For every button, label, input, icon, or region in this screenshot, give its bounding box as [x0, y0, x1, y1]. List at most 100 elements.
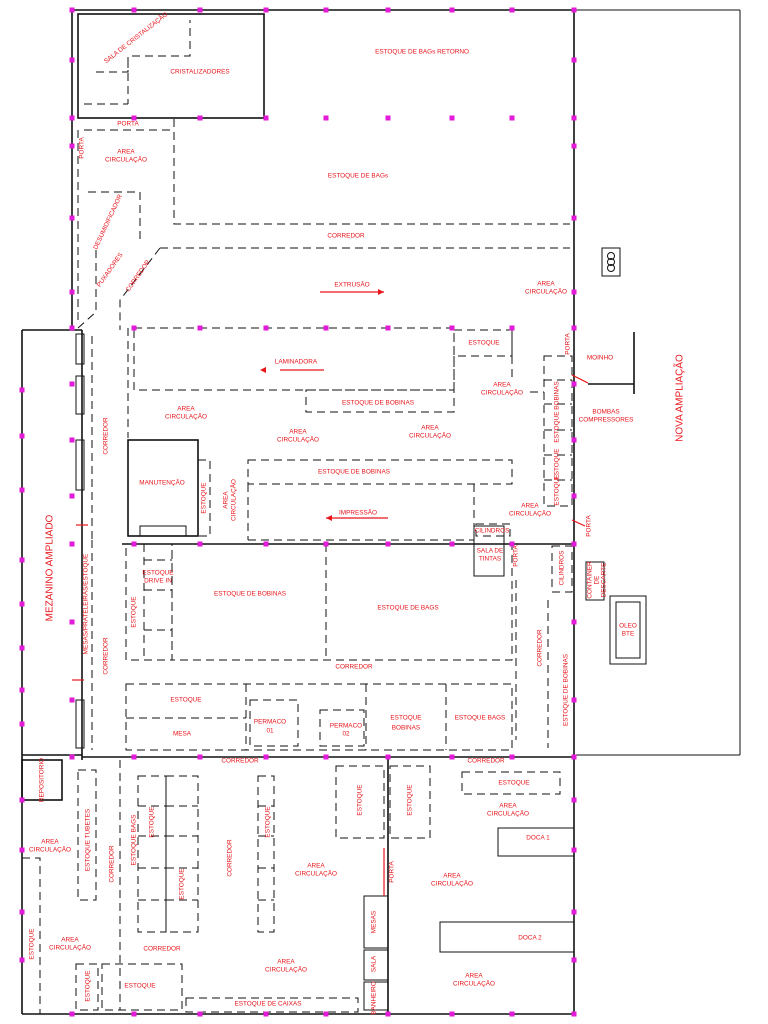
label-area-circ-br-b: CIRCULAÇÃO — [453, 979, 495, 988]
column-marker — [69, 619, 75, 625]
column-marker — [509, 1011, 515, 1017]
label-mesa: MESA — [173, 731, 192, 738]
column-marker — [263, 325, 269, 331]
column-marker — [449, 7, 455, 13]
label-estoque-bags-retorno: ESTOQUE DE BAGs RETORNO — [375, 49, 469, 56]
label-banheiro: BANHEIRO — [371, 981, 378, 1014]
label-porta-low: PORTA — [389, 861, 396, 883]
label-corredor-mid: CORREDOR — [335, 664, 373, 671]
label-area-circ-ne-a: AREA — [537, 281, 555, 288]
label-container-a: CONTAINER — [587, 561, 594, 599]
label-mesas-prateleiras: MESAS/PRATELEIRAS/ESTOQUE — [83, 554, 90, 655]
column-marker — [385, 325, 391, 331]
column-marker — [19, 601, 25, 607]
building-walls — [21, 9, 741, 1015]
column-marker — [197, 1011, 203, 1017]
column-marker — [385, 754, 391, 760]
column-marker — [323, 1011, 329, 1017]
column-marker — [263, 1011, 269, 1017]
label-cilindros-2: CILINDROS — [559, 551, 566, 586]
label-corredor-v2: CORREDOR — [227, 839, 234, 877]
column-marker — [323, 115, 329, 121]
column-marker — [571, 754, 577, 760]
label-area-circ-e2-b: CIRCULAÇÃO — [509, 509, 551, 518]
label-estoque-v2: ESTOQUE — [407, 784, 414, 815]
label-area-circ-ll-b: CIRCULAÇÃO — [29, 845, 71, 854]
column-marker — [323, 325, 329, 331]
label-porta-east: PORTA — [565, 333, 572, 355]
column-marker — [571, 909, 577, 915]
column-marker — [69, 754, 75, 760]
label-extrusao: EXTRUSÃO — [334, 280, 369, 289]
column-marker — [69, 57, 75, 63]
column-marker — [385, 7, 391, 13]
column-marker — [197, 754, 203, 760]
label-estoque-tubetes: ESTOQUE TUBETES — [85, 809, 92, 871]
label-area-circ-cl-a: AREA — [307, 863, 325, 870]
label-estoque-bobinas-2: ESTOQUE DE BOBINAS — [318, 469, 390, 476]
label-estoque-v3: ESTOQUE — [149, 806, 156, 837]
column-marker — [69, 437, 75, 443]
label-estoque-bob-b: BOBINAS — [392, 725, 420, 732]
column-marker — [19, 957, 25, 963]
label-desumidificador: DESUMIDIFICADOR — [92, 193, 124, 251]
label-container-b: DE — [594, 576, 601, 585]
column-marker — [69, 115, 75, 121]
label-bombas-b: COMPRESSORES — [579, 417, 634, 424]
label-estoque-bobinas-3: ESTOQUE DE BOBINAS — [214, 591, 286, 598]
label-area-circ-dr-b: CIRCULAÇÃO — [431, 879, 473, 888]
label-estoque-v4: ESTOQUE — [265, 806, 272, 837]
column-marker — [69, 215, 75, 221]
column-marker — [509, 325, 515, 331]
column-marker — [197, 325, 203, 331]
label-permaco-02-b: 02 — [342, 731, 350, 738]
label-estoque-de-bags: ESTOQUE DE BAGS — [377, 605, 438, 612]
label-permaco-01-b: 01 — [266, 728, 274, 735]
label-estoque-v6: ESTOQUE — [29, 928, 36, 959]
arrow-laminadora — [260, 367, 266, 373]
column-marker — [571, 847, 577, 853]
label-area-circ-c-a: AREA — [289, 429, 307, 436]
label-area-circ-lb-a: AREA — [61, 937, 79, 944]
label-laminadora: LAMINADORA — [275, 359, 318, 366]
column-marker — [571, 957, 577, 963]
label-moinho: MOINHO — [587, 355, 613, 362]
label-porta-top: PORTA — [117, 121, 139, 128]
column-marker — [449, 325, 455, 331]
column-marker — [571, 437, 577, 443]
column-marker — [197, 115, 203, 121]
label-corredor-left2: CORREDOR — [103, 637, 110, 675]
label-estoque-low2: ESTOQUE — [498, 780, 529, 787]
column-marker — [571, 619, 577, 625]
arrow-extrusao — [378, 289, 384, 295]
column-marker — [571, 797, 577, 803]
label-sala-tintas-a: SALA DE — [477, 548, 504, 555]
column-marker — [571, 215, 577, 221]
label-area-circ-mid-a: AREA — [493, 382, 511, 389]
column-marker — [19, 387, 25, 393]
label-cristalizadores: CRISTALIZADORES — [170, 69, 229, 76]
flow-arrows — [260, 289, 384, 521]
column-marker — [323, 541, 329, 547]
column-marker — [571, 325, 577, 331]
label-corredor-east: CORREDOR — [537, 629, 544, 667]
label-doca-1: DOCA 1 — [526, 835, 550, 842]
label-estoque-caixas: ESTOQUE DE CAIXAS — [234, 1001, 301, 1008]
column-marker — [323, 754, 329, 760]
label-area-circ-c-b: CIRCULAÇÃO — [277, 435, 319, 444]
column-marker — [509, 115, 515, 121]
label-area-circ-bc-a: AREA — [277, 959, 295, 966]
label-area-circ-br-a: AREA — [465, 973, 483, 980]
label-area-circ-bc-b: CIRCULAÇÃO — [265, 965, 307, 974]
label-corredor-bottom: CORREDOR — [143, 946, 181, 953]
column-marker — [263, 7, 269, 13]
label-container-c: DESCARTE — [601, 563, 608, 598]
label-area-circ-lb-b: CIRCULAÇÃO — [49, 943, 91, 952]
column-marker — [131, 7, 137, 13]
structural-columns — [19, 7, 577, 1017]
label-estoque-bob-a: ESTOQUE — [390, 715, 421, 722]
label-estoque-bobinas-vert-2: ESTOQUE DE BOBINAS — [563, 654, 570, 726]
column-marker — [19, 557, 25, 563]
label-area-circ-v-a: AREA — [223, 491, 230, 509]
column-marker — [571, 697, 577, 703]
